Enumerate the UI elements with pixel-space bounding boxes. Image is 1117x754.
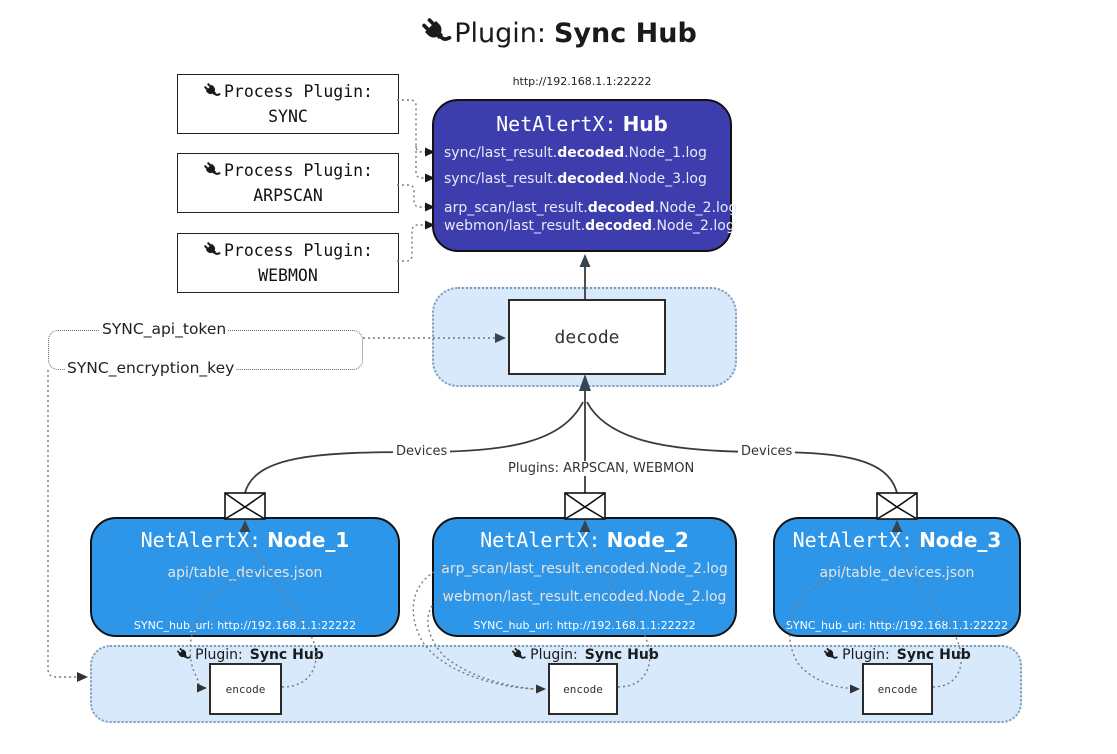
node-2-file: arp_scan/last_result.encoded.Node_2.log bbox=[441, 561, 728, 577]
node-2-hub-url: SYNC_hub_url: http://192.168.1.1:22222 bbox=[473, 619, 696, 632]
secrets-group bbox=[48, 330, 363, 370]
process-plugin-label: Process Plugin: bbox=[223, 82, 373, 101]
node-3-title: NetAlertX:Node_3 bbox=[792, 528, 1002, 552]
process-plugin-arpscan: Process Plugin: ARPSCAN bbox=[177, 153, 399, 213]
title-bold: Sync Hub bbox=[553, 17, 697, 49]
hub-log-line: sync/last_result.decoded.Node_3.log bbox=[444, 171, 707, 187]
encode-box-3: encode bbox=[862, 663, 933, 715]
process-plugin-name: ARPSCAN bbox=[253, 186, 323, 205]
plug-icon bbox=[203, 161, 222, 180]
node-2-title: NetAlertX:Node_2 bbox=[480, 528, 689, 552]
hub-box bbox=[432, 99, 732, 252]
process-plugin-label: Process Plugin: bbox=[223, 161, 373, 180]
process-plugin-name: SYNC bbox=[268, 107, 308, 126]
process-plugin-sync: Process Plugin: SYNC bbox=[177, 74, 399, 134]
encoder-2-label: Plugin:Sync Hub bbox=[510, 647, 660, 663]
decode-box: decode bbox=[508, 299, 666, 375]
node-3-hub-url: SYNC_hub_url: http://192.168.1.1:22222 bbox=[785, 619, 1009, 632]
plug-icon bbox=[176, 647, 192, 663]
encoder-1-label: Plugin:Sync Hub bbox=[175, 647, 325, 663]
page-title: Plugin:Sync Hub bbox=[0, 16, 1117, 50]
title-prefix: Plugin: bbox=[454, 17, 546, 49]
node-1-title: NetAlertX:Node_1 bbox=[140, 528, 350, 552]
process-plugin-name: WEBMON bbox=[258, 266, 318, 285]
encode-box-1: encode bbox=[209, 663, 282, 715]
hub-log-line: sync/last_result.decoded.Node_1.log bbox=[444, 145, 707, 161]
hub-url: http://192.168.1.1:22222 bbox=[512, 75, 652, 88]
plug-icon bbox=[823, 647, 839, 663]
plug-icon bbox=[511, 647, 527, 663]
node-3-file: api/table_devices.json bbox=[819, 565, 975, 581]
node-1-file: api/table_devices.json bbox=[167, 565, 323, 581]
plug-icon bbox=[203, 82, 222, 101]
hub-log-line: arp_scan/last_result.decoded.Node_2.log bbox=[444, 200, 738, 216]
encode-box-2: encode bbox=[548, 663, 618, 715]
node-1-hub-url: SYNC_hub_url: http://192.168.1.1:22222 bbox=[133, 619, 357, 632]
encoder-3-label: Plugin:Sync Hub bbox=[822, 647, 972, 663]
process-plugin-webmon: Process Plugin: WEBMON bbox=[177, 233, 399, 293]
plug-icon bbox=[420, 16, 454, 50]
plug-icon bbox=[203, 241, 222, 260]
process-plugin-label: Process Plugin: bbox=[223, 241, 373, 260]
node-2-file: webmon/last_result.encoded.Node_2.log bbox=[442, 589, 727, 605]
hub-log-line: webmon/last_result.decoded.Node_2.log bbox=[444, 218, 735, 234]
hub-title: NetAlertX:Hub bbox=[496, 112, 668, 136]
